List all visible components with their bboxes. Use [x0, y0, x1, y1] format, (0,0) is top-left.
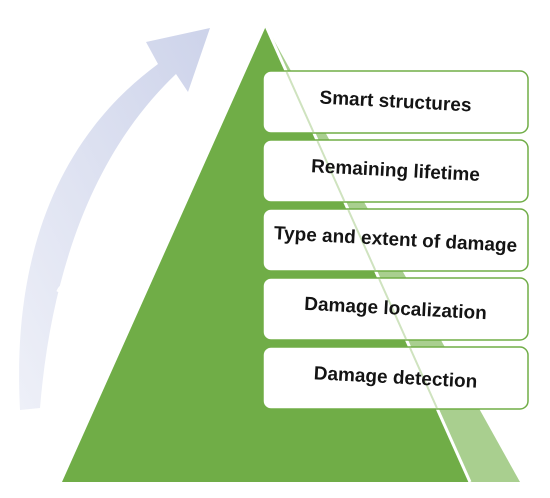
level-box-edge: [285, 71, 315, 133]
process-arrow-shape: [19, 28, 210, 410]
level-box-edge: [347, 209, 377, 271]
level-smart-structures: Smart structures: [262, 70, 529, 134]
level-damage-detection: Damage detection: [262, 346, 529, 410]
level-type-and-extent-of-damage: Type and extent of damage: [262, 208, 529, 272]
level-box-edge: [378, 278, 407, 340]
level-box: [262, 208, 529, 272]
level-box: [262, 346, 529, 410]
level-box: [262, 277, 529, 341]
level-remaining-lifetime: Remaining lifetime: [262, 139, 529, 203]
level-box: [262, 70, 529, 134]
level-box-edge: [316, 140, 346, 202]
level-box: [262, 139, 529, 203]
level-damage-localization: Damage localization: [262, 277, 529, 341]
level-box-edge: [409, 347, 438, 409]
